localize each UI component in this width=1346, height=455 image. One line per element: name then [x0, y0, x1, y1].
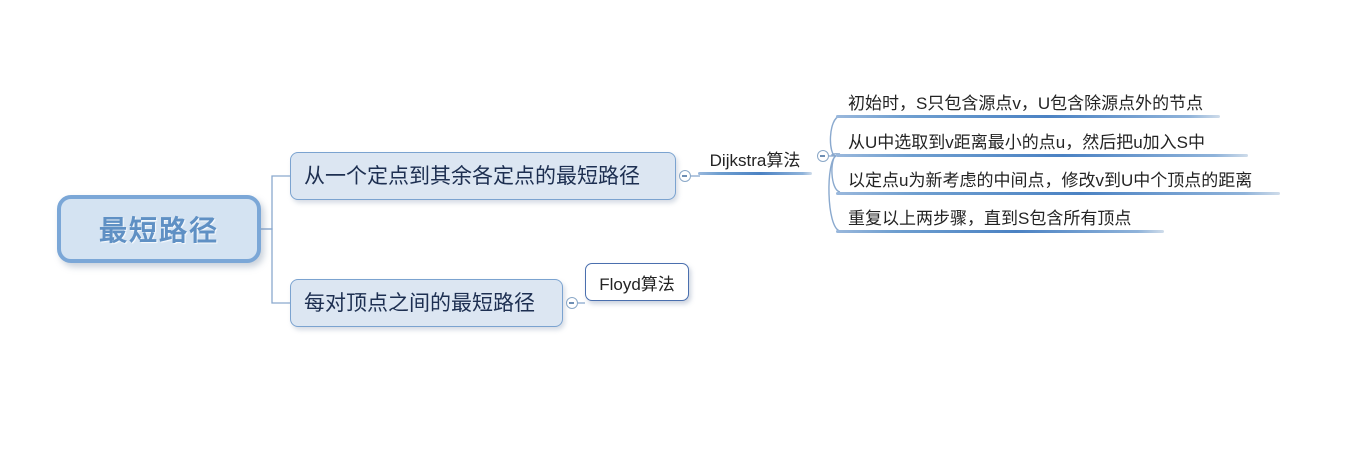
branch-node-single-source[interactable]: 从一个定点到其余各定点的最短路径 — [290, 152, 676, 200]
root-node[interactable]: 最短路径 — [57, 195, 261, 263]
edge-root-to-branch-1 — [261, 175, 290, 230]
leaf-node-step-2[interactable]: 从U中选取到v距离最小的点u，然后把u加入S中 — [834, 124, 1244, 156]
leaf-node-step-3-label: 以定点u为新考虑的中间点，修改v到U中个顶点的距离 — [848, 171, 1253, 191]
branch-node-all-pairs[interactable]: 每对顶点之间的最短路径 — [290, 279, 563, 327]
collapse-toggle-dijkstra[interactable] — [817, 150, 829, 162]
node-dijkstra-label: Dijkstra算法 — [709, 151, 801, 171]
node-floyd-label: Floyd算法 — [599, 274, 675, 294]
branch-node-all-pairs-label: 每对顶点之间的最短路径 — [304, 291, 535, 315]
leaf-node-step-4-underline — [836, 230, 1164, 233]
leaf-node-step-2-label: 从U中选取到v距离最小的点u，然后把u加入S中 — [848, 133, 1206, 153]
node-dijkstra-underline — [698, 172, 812, 175]
leaf-node-step-3[interactable]: 以定点u为新考虑的中间点，修改v到U中个顶点的距离 — [834, 162, 1276, 194]
root-node-label: 最短路径 — [98, 215, 219, 246]
leaf-node-step-3-underline — [836, 192, 1280, 195]
node-floyd[interactable]: Floyd算法 — [585, 263, 689, 301]
leaf-node-step-1[interactable]: 初始时，S只包含源点v，U包含除源点外的节点 — [834, 85, 1220, 117]
node-dijkstra[interactable]: Dijkstra算法 — [700, 140, 810, 174]
branch-node-single-source-label: 从一个定点到其余各定点的最短路径 — [304, 164, 640, 188]
edge-root-to-branch-2 — [261, 228, 290, 304]
leaf-node-step-4[interactable]: 重复以上两步骤，直到S包含所有顶点 — [834, 200, 1160, 232]
leaf-node-step-1-label: 初始时，S只包含源点v，U包含除源点外的节点 — [848, 94, 1204, 114]
leaf-node-step-4-label: 重复以上两步骤，直到S包含所有顶点 — [848, 209, 1132, 229]
collapse-toggle-branch-2[interactable] — [566, 297, 578, 309]
collapse-toggle-branch-1[interactable] — [679, 170, 691, 182]
leaf-node-step-1-underline — [836, 115, 1220, 118]
leaf-node-step-2-underline — [836, 154, 1248, 157]
